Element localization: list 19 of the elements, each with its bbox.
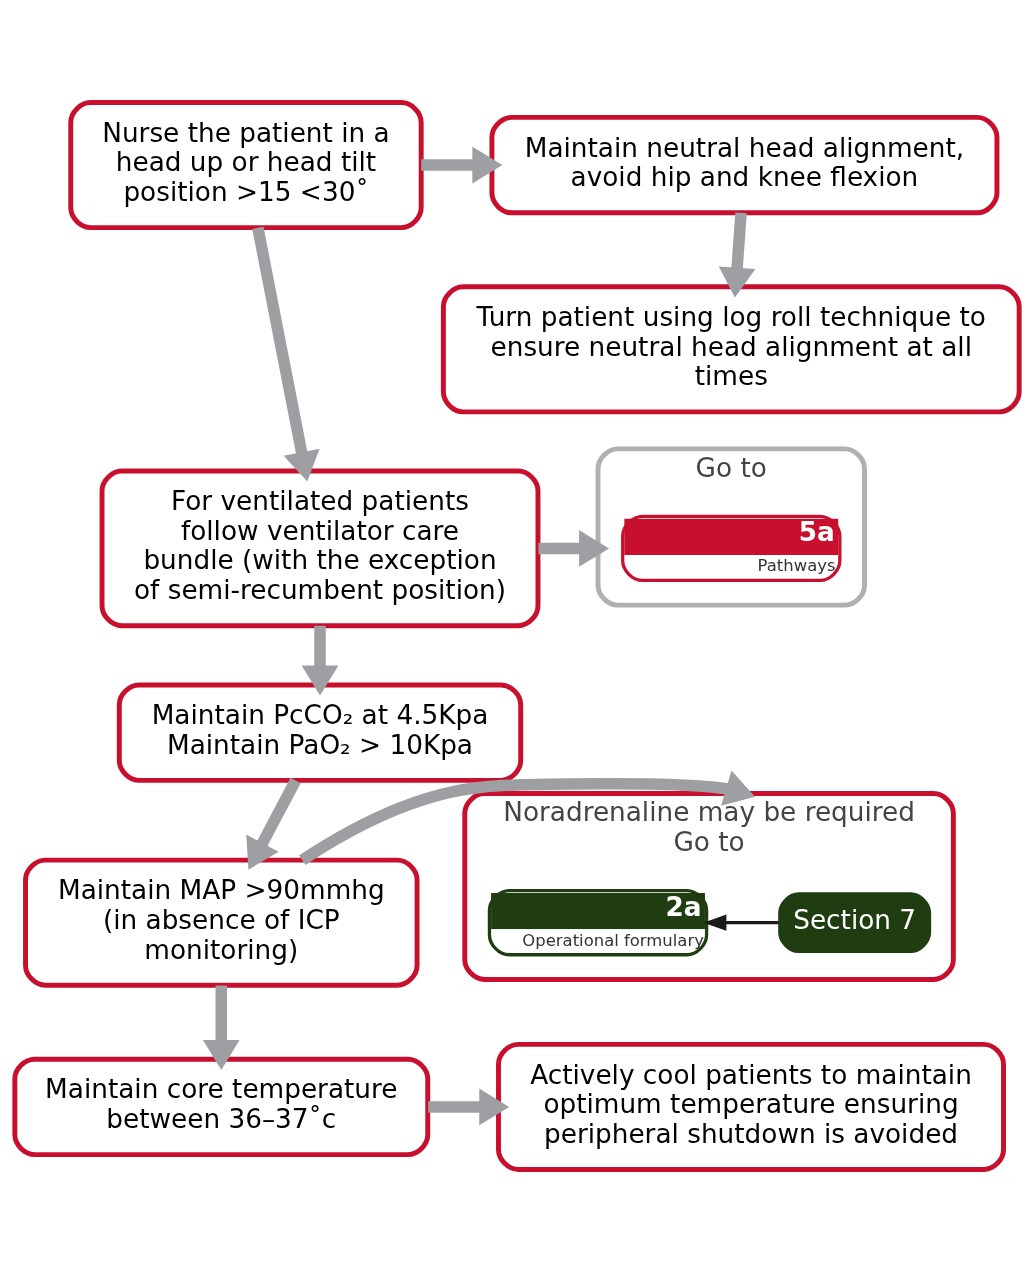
arrow (421, 146, 503, 183)
node-box: Actively cool patients to maintain optimum temperature ensuring peripheral shutdown is avoided (496, 1041, 1006, 1172)
arrow (538, 529, 610, 567)
node-box: Section 7 (778, 891, 932, 953)
node-box: Maintain neutral head alignment, avoid hip and knee flexion (489, 114, 1000, 215)
arrow (301, 625, 339, 696)
arrow (246, 777, 301, 870)
arrow (202, 985, 240, 1070)
node-box: Maintain core temperature between 36–37˚c (12, 1056, 431, 1157)
node-box: Maintain MAP >90mmhg (in absence of ICP monitoring) (23, 857, 420, 988)
arrow (252, 226, 320, 482)
node-box: For ventilated patients follow ventilator care bundle (with the exception of semi-recumbent position) (99, 468, 541, 628)
node-box: Nurse the patient in a head up or head tilt position >15 <30˚ (68, 99, 424, 230)
arrow (703, 914, 779, 931)
node-box: Turn patient using log roll technique to ensure neutral head alignment at all times (440, 283, 1022, 414)
arrow (299, 770, 755, 865)
node-box: Maintain PcCO₂ at 4.5Kpa Maintain PaO₂ > 10Kpa (116, 681, 524, 783)
arrow (428, 1088, 510, 1125)
arrow (718, 211, 756, 298)
